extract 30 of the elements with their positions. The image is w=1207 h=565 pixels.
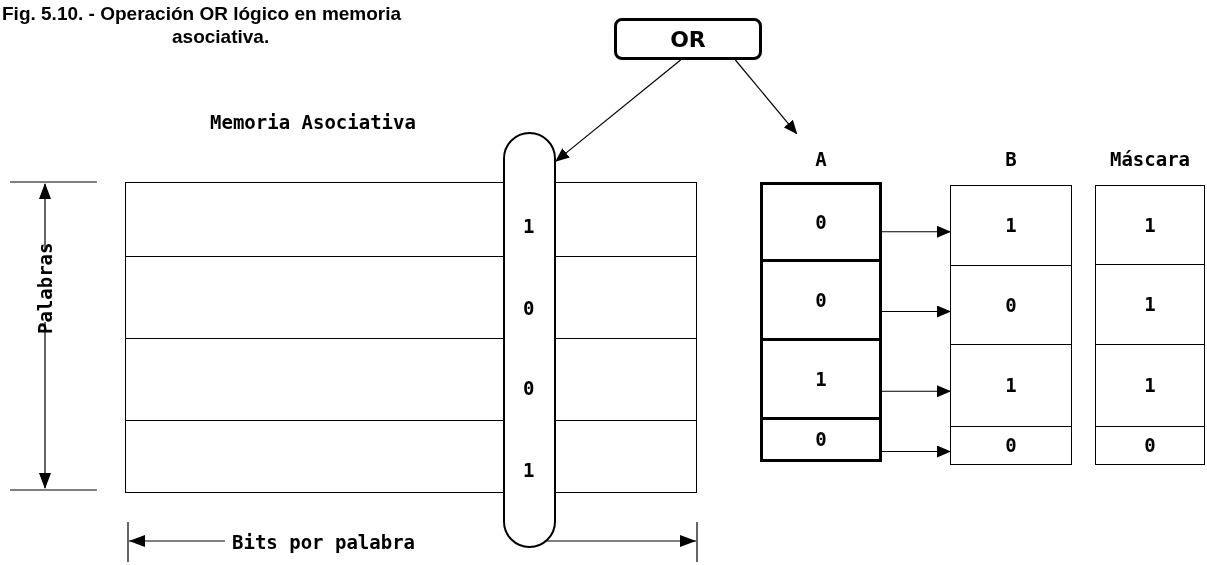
bit-value: 1: [523, 458, 535, 483]
bit-value: 1: [523, 214, 535, 239]
register-cell: 1: [1095, 185, 1205, 265]
arrow: [881, 225, 951, 238]
dimension-label: Bits por palabra: [232, 530, 416, 555]
register-cell: 0: [760, 417, 882, 462]
dimension-label: Palabras: [32, 241, 57, 336]
memory-heading: Memoria Asociativa: [210, 110, 416, 135]
arrow: [881, 445, 951, 458]
register-cell: 0: [950, 426, 1072, 465]
register-cell: 1: [1095, 264, 1205, 345]
register-cell: 1: [760, 338, 882, 420]
operation-box: OR: [614, 18, 762, 60]
register-cell: 1: [950, 344, 1072, 427]
register-cell: 1: [1095, 344, 1205, 427]
arrow: [881, 385, 951, 398]
register-cell: 1: [950, 185, 1072, 266]
bit-value: 0: [523, 376, 535, 401]
column-heading: Máscara: [1108, 147, 1192, 172]
register-cell: 0: [760, 182, 882, 262]
figure-title: Fig. 5.10. - Operación OR lógico en memoria asociativa.: [2, 2, 403, 48]
column-heading: A: [814, 147, 828, 172]
arrow: [555, 59, 682, 162]
arrow: [881, 305, 951, 318]
bit-value: 0: [523, 296, 535, 321]
column-heading: B: [1004, 147, 1018, 172]
register-cell: 0: [950, 265, 1072, 345]
register-cell: 0: [760, 259, 882, 341]
arrow: [734, 59, 798, 135]
register-cell: 0: [1095, 426, 1205, 465]
